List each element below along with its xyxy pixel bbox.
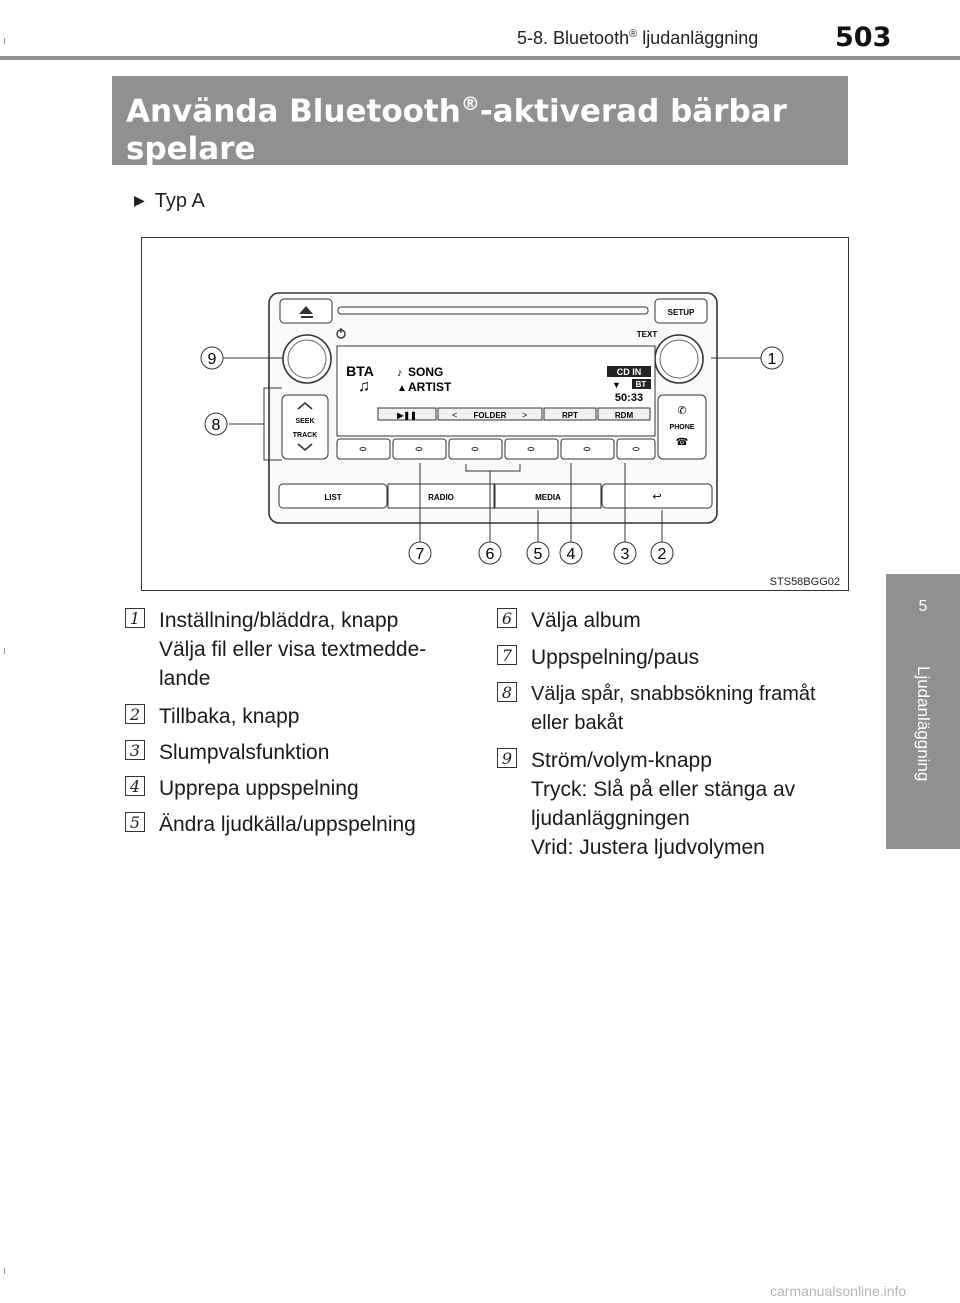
chevron-down-icon (297, 443, 313, 452)
callout-3: 3 (613, 541, 637, 565)
svg-text:PHONE: PHONE (670, 424, 695, 431)
item-number-badge: 3 (125, 740, 145, 760)
chapter-number: 5 (918, 598, 928, 615)
signal-icon: ▼ (612, 380, 621, 390)
tune-scroll-knob (654, 334, 704, 384)
chapter-tab: 5 Ljudanläggning (886, 574, 960, 849)
triangle-bullet-icon: ▶ (134, 192, 145, 208)
back-arrow-icon: ↩ (652, 491, 661, 503)
section-title: Använda Bluetooth®-aktiverad bärbar spel… (126, 93, 787, 168)
section-header: 5-8. Bluetooth® ljudanläggning (517, 28, 759, 48)
svg-text:▶❚❚: ▶❚❚ (396, 411, 417, 421)
header-rule (0, 56, 960, 60)
item-number-badge: 5 (125, 812, 145, 832)
radio-figure: SETUP TEXT BTA ♫ ♪ SONG ▲ ARTIST CD IN ▼… (141, 237, 849, 591)
item-number-badge: 6 (497, 608, 517, 628)
item-number-badge: 7 (497, 645, 517, 665)
display-panel (336, 345, 656, 437)
svg-text:7: 7 (416, 546, 425, 563)
callout-8: 8 (204, 412, 228, 436)
phone-hangup-icon: ☎ (676, 437, 688, 448)
text-label: TEXT (637, 330, 658, 339)
eject-icon (299, 306, 313, 314)
rpt-key (543, 407, 597, 421)
svg-text:TRACK: TRACK (293, 432, 318, 439)
chevron-right-icon: > (522, 410, 527, 420)
svg-text:FOLDER: FOLDER (474, 411, 507, 420)
cd-slot (337, 306, 649, 315)
svg-text:LIST: LIST (324, 493, 341, 502)
type-label: ▶Typ A (134, 190, 205, 212)
cd-in-indicator (607, 366, 651, 377)
bt-indicator (632, 379, 651, 389)
note-icon: ♪ (397, 367, 403, 379)
callout-4: 4 (559, 541, 583, 565)
item-number-badge: 2 (125, 704, 145, 724)
crop-mark (4, 38, 5, 44)
svg-text:1: 1 (768, 351, 777, 368)
svg-text:8: 8 (212, 417, 221, 434)
crop-mark (4, 1268, 5, 1274)
svg-text:9: 9 (208, 351, 217, 368)
svg-text:RDM: RDM (615, 411, 634, 420)
folder-key (437, 407, 543, 421)
rdm-key (597, 407, 651, 421)
svg-text:RPT: RPT (562, 411, 578, 420)
media-button (494, 483, 602, 509)
song-label: SONG (408, 365, 443, 379)
setup-button (654, 298, 708, 324)
play-pause-key (377, 407, 437, 421)
list-button (278, 483, 388, 509)
svg-text:CD IN: CD IN (617, 367, 642, 377)
music-note-icon: ♫ (358, 378, 370, 395)
item-number-badge: 9 (497, 748, 517, 768)
callout-6: 6 (478, 541, 502, 565)
back-button (601, 483, 713, 509)
svg-text:RADIO: RADIO (428, 493, 454, 502)
svg-text:BT: BT (636, 380, 647, 389)
item-number-badge: 8 (497, 682, 517, 702)
crop-mark (4, 648, 5, 654)
watermark: carmanualsonline.info (770, 1283, 907, 1299)
callout-1: 1 (760, 346, 784, 370)
figure-id: STS58BGG02 (769, 576, 840, 588)
time-display: 50:33 (615, 392, 643, 404)
radio-button (387, 483, 495, 509)
section-title-box: Använda Bluetooth®-aktiverad bärbar spel… (112, 76, 848, 168)
callout-2: 2 (650, 541, 674, 565)
svg-text:2: 2 (658, 546, 667, 563)
chevron-left-icon: < (452, 410, 457, 420)
item-number-badge: 1 (125, 608, 145, 628)
svg-text:3: 3 (621, 546, 630, 563)
svg-text:5: 5 (534, 546, 543, 563)
svg-text:SEEK: SEEK (295, 418, 314, 425)
phone-button (657, 394, 707, 460)
item-number-badge: 4 (125, 776, 145, 796)
phone-pickup-icon: ✆ (677, 405, 686, 417)
person-icon: ▲ (397, 383, 407, 394)
svg-text:MEDIA: MEDIA (535, 493, 561, 502)
page-number: 503 (835, 22, 892, 53)
svg-text:6: 6 (486, 546, 495, 563)
artist-label: ARTIST (408, 380, 452, 394)
chevron-up-icon (297, 401, 313, 410)
callout-7: 7 (408, 541, 432, 565)
setup-label: SETUP (668, 308, 695, 317)
radio-illustration: SETUP TEXT BTA ♫ ♪ SONG ▲ ARTIST CD IN ▼… (200, 292, 784, 565)
callout-9: 9 (200, 346, 224, 370)
preset-buttons (336, 438, 656, 460)
source-label: BTA (346, 363, 374, 379)
leader-lines (221, 357, 762, 542)
callout-5: 5 (526, 541, 550, 565)
svg-text:4: 4 (567, 546, 576, 563)
power-volume-knob (282, 334, 332, 384)
seek-track-button (281, 394, 329, 460)
chapter-name: Ljudanläggning (914, 666, 933, 782)
